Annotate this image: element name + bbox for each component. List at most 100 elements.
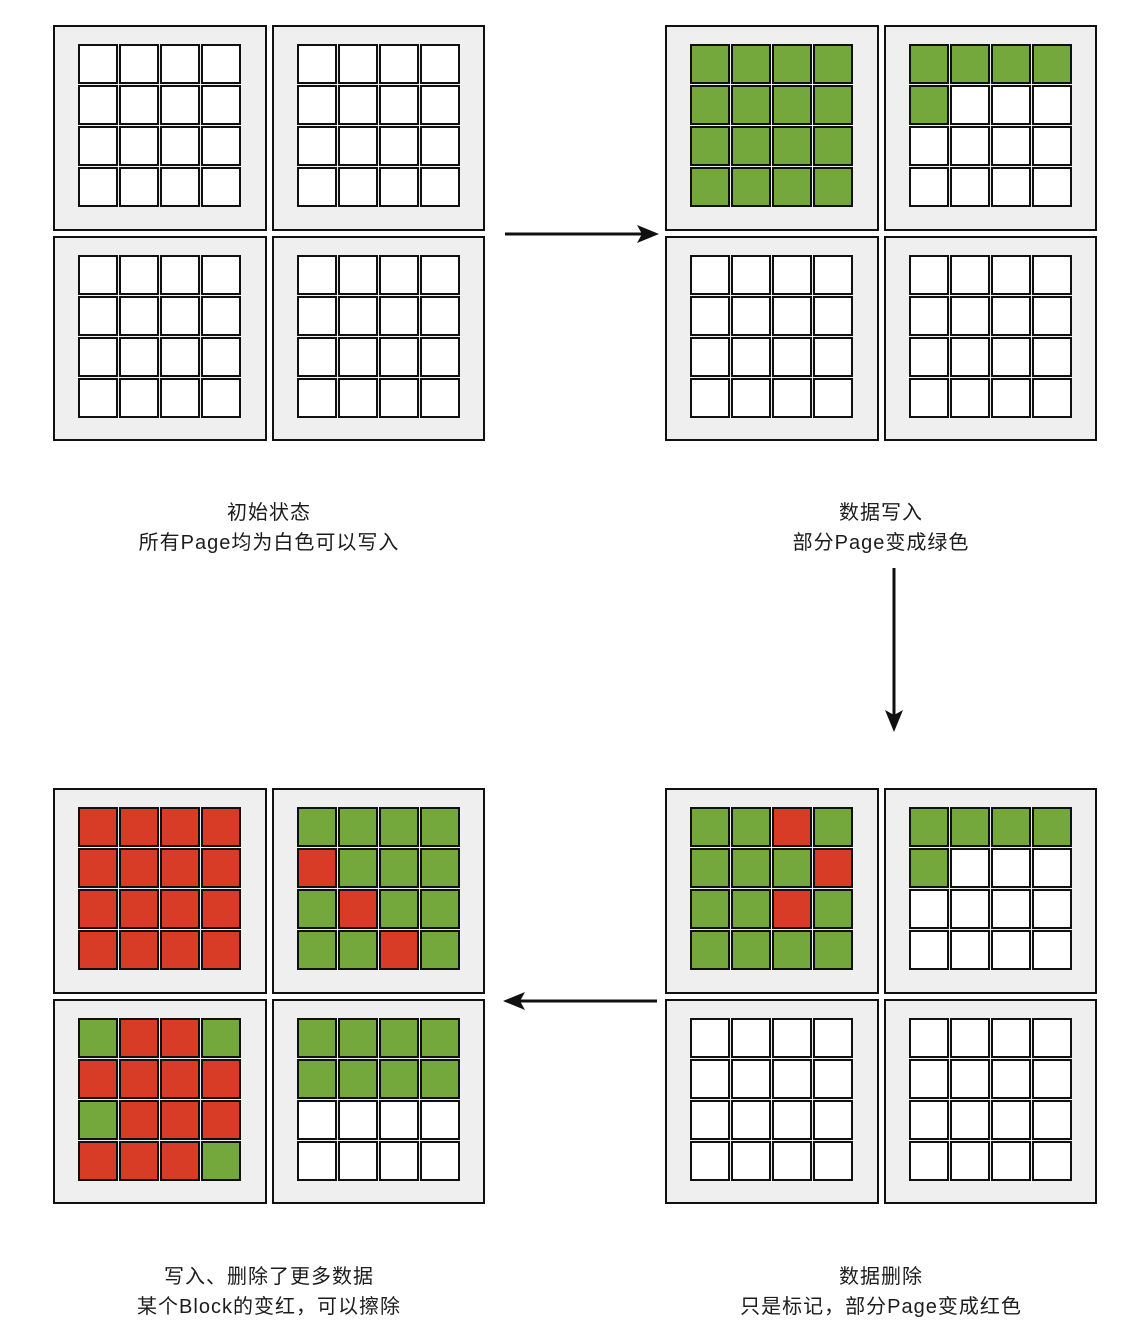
page-cell-deleted [160, 889, 201, 929]
page-grid [908, 254, 1072, 418]
page-cell-written [908, 44, 949, 84]
page-cell-written [813, 807, 854, 847]
arrow-right-icon [505, 225, 659, 243]
caption-line1: 数据写入 [839, 502, 923, 524]
page-cell-written [337, 807, 378, 847]
page-cell-deleted [201, 930, 242, 970]
page-cell-free [337, 85, 378, 125]
page-cell-deleted [160, 930, 201, 970]
page-cell-deleted [201, 1058, 242, 1099]
page-cell-free [990, 295, 1031, 336]
page-cell-written [296, 930, 337, 970]
page-cell-free [378, 1140, 419, 1181]
page-cell-free [337, 167, 378, 207]
page-grid [296, 254, 460, 418]
page-cell-free [772, 1058, 813, 1099]
page-cell-free [419, 126, 460, 166]
page-cell-free [949, 85, 990, 125]
page-cell-free [78, 44, 119, 84]
page-cell-deleted [119, 930, 160, 970]
page-cell-free [990, 85, 1031, 125]
flash-block [53, 25, 267, 231]
page-cell-written [772, 126, 813, 166]
page-cell-written [419, 1017, 460, 1058]
flash-block [883, 235, 1097, 441]
page-cell-written [731, 85, 772, 125]
page-cell-free [296, 1099, 337, 1140]
page-cell-deleted [160, 1017, 201, 1058]
page-grid [296, 807, 460, 970]
page-cell-written [908, 807, 949, 847]
page-cell-free [772, 1140, 813, 1181]
page-cell-written [908, 85, 949, 125]
page-cell-free [908, 254, 949, 295]
page-cell-free [813, 377, 854, 418]
page-cell-free [690, 295, 731, 336]
page-cell-free [378, 336, 419, 377]
page-cell-deleted [160, 1058, 201, 1099]
flash-block [665, 235, 879, 441]
page-cell-free [296, 44, 337, 84]
page-cell-written [813, 126, 854, 166]
caption-data-deleted: 数据删除 只是标记，部分Page变成红色 [665, 1262, 1097, 1322]
page-cell-deleted [119, 1017, 160, 1058]
page-cell-deleted [78, 848, 119, 888]
page-cell-written [378, 1058, 419, 1099]
page-cell-free [1031, 336, 1072, 377]
page-cell-free [908, 930, 949, 970]
flash-block [53, 235, 267, 441]
page-cell-free [78, 85, 119, 125]
page-grid [690, 254, 854, 418]
page-cell-free [337, 254, 378, 295]
page-cell-free [690, 336, 731, 377]
page-cell-deleted [201, 807, 242, 847]
page-cell-free [908, 1140, 949, 1181]
page-cell-free [201, 85, 242, 125]
page-cell-free [908, 1099, 949, 1140]
page-grid [690, 1017, 854, 1181]
page-cell-written [337, 1058, 378, 1099]
page-cell-free [949, 254, 990, 295]
caption-line1: 数据删除 [839, 1266, 923, 1288]
page-grid [296, 1017, 460, 1181]
caption-line2: 所有Page均为白色可以写入 [138, 532, 400, 554]
page-cell-free [731, 254, 772, 295]
page-cell-free [378, 44, 419, 84]
page-cell-free [160, 44, 201, 84]
page-cell-free [1031, 85, 1072, 125]
caption-data-written: 数据写入 部分Page变成绿色 [665, 498, 1097, 558]
page-cell-free [201, 336, 242, 377]
page-cell-written [419, 807, 460, 847]
page-grid [690, 807, 854, 970]
flash-block [883, 788, 1097, 994]
page-cell-free [772, 295, 813, 336]
page-cell-free [378, 126, 419, 166]
page-cell-written [78, 1099, 119, 1140]
page-cell-free [772, 377, 813, 418]
page-grid [78, 44, 242, 207]
page-cell-free [772, 254, 813, 295]
page-cell-free [690, 1140, 731, 1181]
flash-block [53, 998, 267, 1204]
panel-initial-state [53, 25, 485, 441]
page-cell-free [731, 377, 772, 418]
page-cell-free [731, 1017, 772, 1058]
page-cell-written [949, 44, 990, 84]
page-cell-free [990, 126, 1031, 166]
page-cell-free [813, 336, 854, 377]
page-cell-free [160, 336, 201, 377]
page-cell-free [378, 1099, 419, 1140]
caption-line1: 初始状态 [227, 502, 311, 524]
page-cell-free [690, 1058, 731, 1099]
page-cell-written [949, 807, 990, 847]
page-cell-written [337, 930, 378, 970]
page-cell-written [378, 848, 419, 888]
page-cell-free [690, 1099, 731, 1140]
page-cell-free [813, 1099, 854, 1140]
caption-line2: 部分Page变成绿色 [792, 532, 970, 554]
page-cell-written [813, 930, 854, 970]
page-cell-free [160, 126, 201, 166]
page-cell-free [1031, 889, 1072, 929]
page-cell-free [337, 377, 378, 418]
page-cell-free [990, 1099, 1031, 1140]
